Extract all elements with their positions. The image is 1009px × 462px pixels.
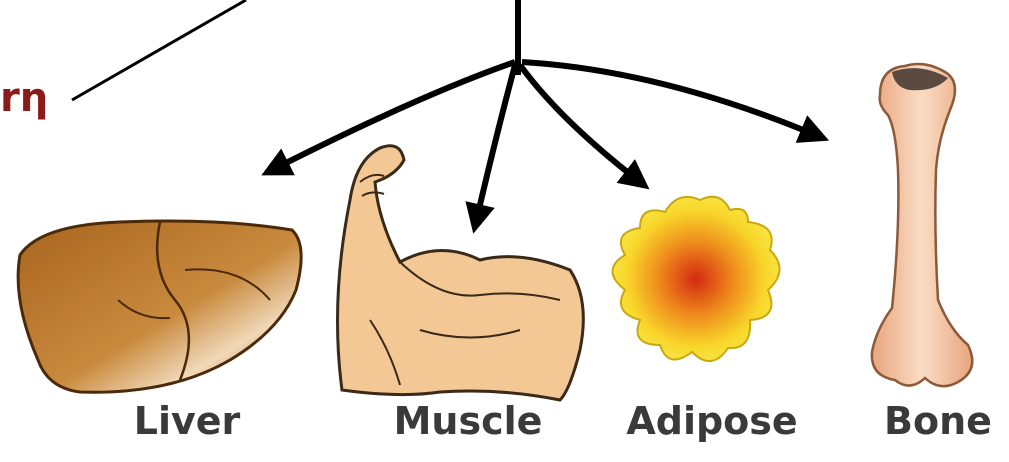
arrow-to-muscle	[476, 65, 515, 222]
liver-icon	[18, 221, 301, 392]
arrow-to-bone	[522, 62, 818, 136]
bone-label: Bone	[868, 402, 1008, 440]
pointer-line	[72, 0, 246, 100]
adipose-label: Adipose	[612, 402, 812, 440]
cropped-text-fragment: rη	[0, 78, 48, 118]
liver-label: Liver	[112, 402, 262, 440]
muscle-label: Muscle	[373, 402, 563, 440]
arrow-to-adipose	[520, 65, 640, 182]
bone-icon	[872, 64, 972, 386]
flexed-arm-icon	[338, 146, 584, 400]
adipose-cell-icon	[613, 197, 780, 361]
